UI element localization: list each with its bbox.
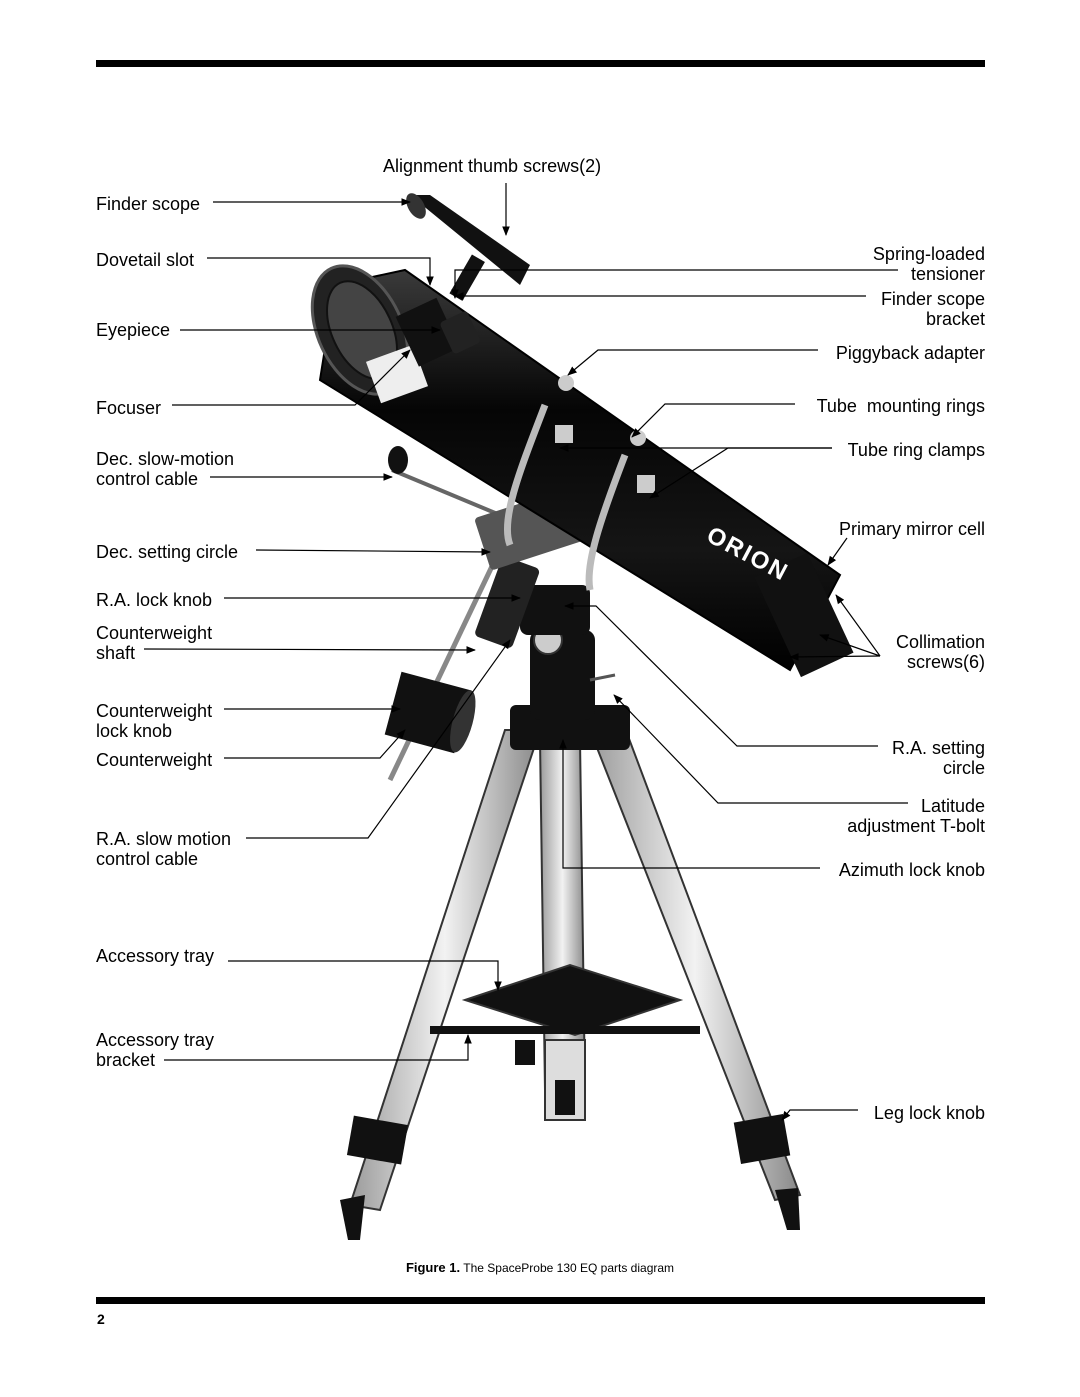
label-ra-setting-circle: R.A. setting circle <box>891 738 985 778</box>
label-dec-slow-motion-control-cable: Dec. slow-motion control cable <box>96 449 235 489</box>
label-dec-setting-circle: Dec. setting circle <box>96 542 239 562</box>
label-collimation-screws: Collimation screws(6) <box>895 632 985 672</box>
page-number: 2 <box>97 1311 105 1327</box>
label-spring-loaded-tensioner: Spring-loaded tensioner <box>872 244 985 284</box>
label-focuser: Focuser <box>96 398 162 418</box>
bottom-rule <box>96 1297 985 1304</box>
top-rule <box>96 60 985 67</box>
label-finder-scope: Finder scope <box>96 194 201 214</box>
label-counterweight-shaft: Counterweight shaft <box>96 623 213 663</box>
label-ra-slow-motion-control-cable: R.A. slow motion control cable <box>96 829 232 869</box>
label-finder-scope-bracket: Finder scope bracket <box>880 289 985 329</box>
figure-number: Figure 1. <box>405 1260 461 1275</box>
label-counterweight: Counterweight <box>96 750 213 770</box>
label-counterweight-lock-knob: Counterweight lock knob <box>96 701 213 741</box>
tripod <box>340 705 802 1240</box>
label-leg-lock-knob: Leg lock knob <box>873 1103 985 1123</box>
figure-caption: Figure 1. The SpaceProbe 130 EQ parts di… <box>0 1260 1080 1275</box>
leader-lines <box>143 183 521 1061</box>
telescope-tube <box>310 193 854 678</box>
accessory-tray <box>430 963 700 1065</box>
label-tube-ring-clamps: Tube ring clamps <box>847 440 985 460</box>
label-dovetail-slot: Dovetail slot <box>96 250 195 270</box>
label-accessory-tray-bracket: Accessory tray bracket <box>96 1030 215 1070</box>
label-primary-mirror-cell: Primary mirror cell <box>839 519 985 539</box>
label-eyepiece: Eyepiece <box>96 320 171 340</box>
label-accessory-tray: Accessory tray <box>96 946 215 966</box>
figure-caption-text: The SpaceProbe 130 EQ parts diagram <box>463 1261 675 1275</box>
label-ra-lock-knob: R.A. lock knob <box>96 590 213 610</box>
label-azimuth-lock-knob: Azimuth lock knob <box>838 860 985 880</box>
label-alignment-thumb-screws: Alignment thumb screws(2) <box>383 156 602 176</box>
label-tube-mounting-rings: Tube mounting rings <box>816 396 985 416</box>
label-piggyback-adapter: Piggyback adapter <box>835 343 985 363</box>
leader-lines-right <box>451 269 908 1121</box>
label-latitude-adjustment-t-bolt: Latitude adjustment T-bolt <box>847 796 985 836</box>
